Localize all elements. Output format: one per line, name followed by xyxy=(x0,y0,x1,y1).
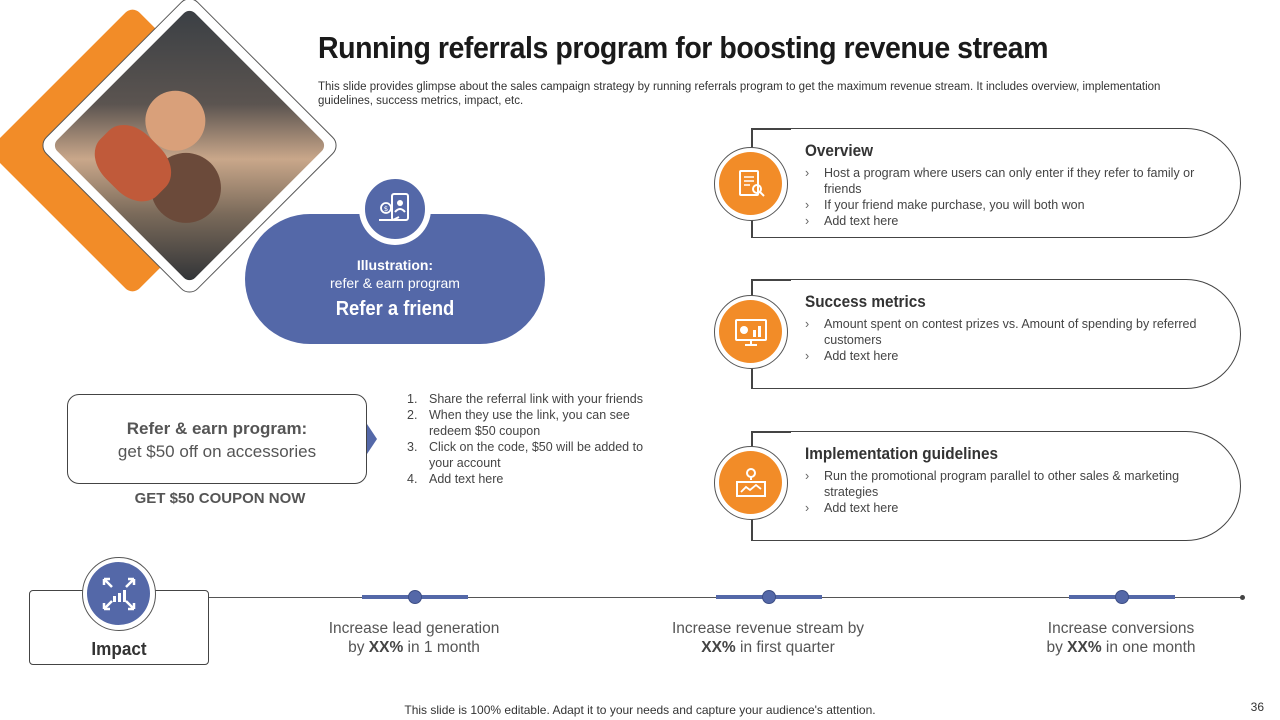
timeline-end xyxy=(1240,595,1245,600)
refer-money-phone-icon: $ xyxy=(359,173,431,245)
card-title: Success metrics xyxy=(805,292,926,311)
refer-earn-box: Refer & earn program: get $50 off on acc… xyxy=(67,394,367,484)
steps-list: 1.Share the referral link with your frie… xyxy=(407,391,667,487)
footer-note: This slide is 100% editable. Adapt it to… xyxy=(404,703,876,717)
illustration-sublabel: refer & earn program xyxy=(330,275,460,291)
pointer-arrow xyxy=(367,424,377,454)
list-item: ›Run the promotional program parallel to… xyxy=(805,469,1180,499)
list-item: ›If your friend make purchase, you will … xyxy=(805,198,1085,212)
impact-item: Increase conversions by XX% in one month xyxy=(1046,620,1196,656)
illustration-label: Illustration: xyxy=(356,257,434,273)
page-number: 36 xyxy=(1250,700,1264,714)
card-bullets: ›Host a program where users can only ent… xyxy=(805,165,1205,229)
idea-map-icon xyxy=(714,446,788,520)
overview-card: Overview ›Host a program where users can… xyxy=(751,128,1241,238)
list-item: ›Add text here xyxy=(805,214,899,228)
monitor-chart-icon xyxy=(714,295,788,369)
success-metrics-card: Success metrics ›Amount spent on contest… xyxy=(751,279,1241,389)
list-item: 4.Add text here xyxy=(407,472,504,486)
list-item: 1.Share the referral link with your frie… xyxy=(407,392,643,406)
list-item: 2.When they use the link, you can see re… xyxy=(407,408,630,438)
page-subtitle: This slide provides glimpse about the sa… xyxy=(318,81,1161,107)
implementation-card: Implementation guidelines ›Run the promo… xyxy=(751,431,1241,541)
card-title: Implementation guidelines xyxy=(805,444,998,463)
timeline-dot xyxy=(408,590,422,604)
timeline-dot xyxy=(1115,590,1129,604)
illustration-headline: Refer a friend xyxy=(335,298,455,320)
list-item: ›Add text here xyxy=(805,349,899,363)
svg-text:$: $ xyxy=(384,205,388,213)
list-item: ›Add text here xyxy=(805,501,899,515)
impact-item: Increase revenue stream by XX% in first … xyxy=(671,620,865,656)
card-bullets: ›Run the promotional program parallel to… xyxy=(805,468,1205,516)
growth-arrows-icon xyxy=(82,557,156,631)
list-item: ›Amount spent on contest prizes vs. Amou… xyxy=(805,317,1197,347)
card-bullets: ›Amount spent on contest prizes vs. Amou… xyxy=(805,316,1205,364)
impact-item: Increase lead generation by XX% in 1 mon… xyxy=(328,620,500,656)
earn-text: get $50 off on accessories xyxy=(117,442,317,461)
card-title: Overview xyxy=(805,141,874,160)
page-title: Running referrals program for boosting r… xyxy=(318,30,1048,65)
document-search-icon xyxy=(714,147,788,221)
list-item: ›Host a program where users can only ent… xyxy=(805,166,1195,196)
coupon-cta[interactable]: GET $50 COUPON NOW xyxy=(134,490,306,507)
earn-title: Refer & earn program: xyxy=(126,419,308,438)
impact-label: Impact xyxy=(91,639,147,659)
list-item: 3.Click on the code, $50 will be added t… xyxy=(407,440,644,470)
timeline-dot xyxy=(762,590,776,604)
